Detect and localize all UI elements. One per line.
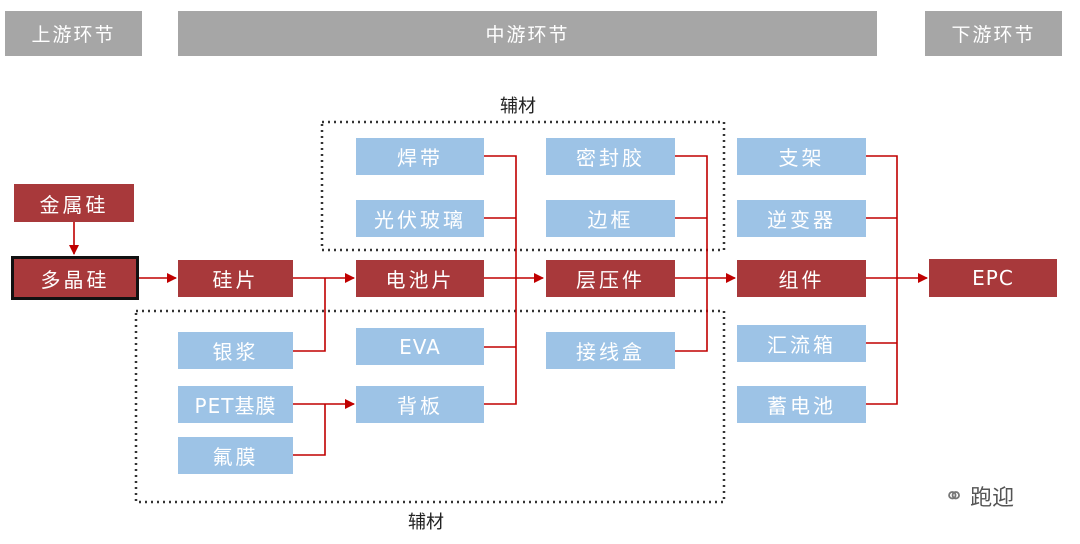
node-inverter: 逆变器 bbox=[737, 200, 866, 237]
aux-region-bottom bbox=[134, 309, 726, 504]
node-metal-silicon: 金属硅 bbox=[14, 184, 134, 222]
watermark-text: 跑迎 bbox=[970, 486, 1015, 511]
node-bracket: 支架 bbox=[737, 138, 866, 175]
node-eva: EVA bbox=[356, 328, 484, 365]
watermark: ⚭ 跑迎 bbox=[944, 480, 1014, 512]
node-silver-paste: 银浆 bbox=[178, 332, 293, 369]
node-sealant: 密封胶 bbox=[546, 138, 675, 175]
node-laminate: 层压件 bbox=[546, 260, 675, 297]
node-pet-film: PET基膜 bbox=[178, 386, 293, 423]
node-frame: 边框 bbox=[546, 200, 675, 237]
stage-downstream: 下游环节 bbox=[925, 11, 1062, 56]
wechat-icon: ⚭ bbox=[944, 482, 965, 510]
node-epc: EPC bbox=[929, 259, 1057, 297]
node-module: 组件 bbox=[737, 260, 866, 297]
node-cell: 电池片 bbox=[356, 260, 484, 297]
aux-label-top: 辅材 bbox=[500, 96, 536, 117]
node-fluoro-film: 氟膜 bbox=[178, 437, 293, 474]
node-combiner-box: 汇流箱 bbox=[737, 325, 866, 362]
stage-upstream: 上游环节 bbox=[5, 11, 142, 56]
node-ribbon: 焊带 bbox=[356, 138, 484, 175]
node-wafer: 硅片 bbox=[178, 260, 293, 297]
node-pv-glass: 光伏玻璃 bbox=[356, 200, 484, 237]
node-junction-box: 接线盒 bbox=[546, 332, 675, 369]
node-polysilicon: 多晶硅 bbox=[11, 256, 139, 300]
stage-midstream: 中游环节 bbox=[178, 11, 877, 56]
node-battery: 蓄电池 bbox=[737, 386, 866, 423]
aux-label-bottom: 辅材 bbox=[408, 512, 444, 533]
node-backsheet: 背板 bbox=[356, 386, 484, 423]
aux-region-top bbox=[320, 120, 726, 252]
